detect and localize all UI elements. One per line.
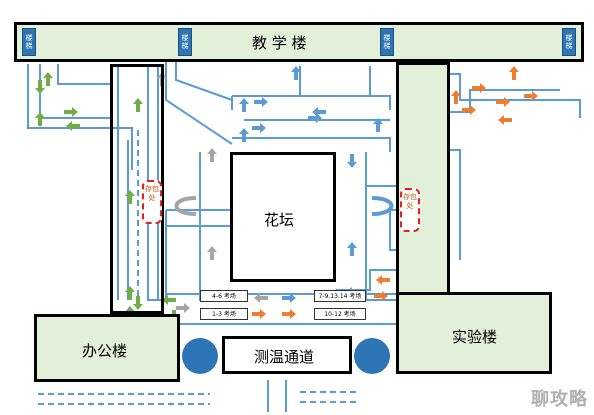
route-arrow — [35, 112, 45, 126]
route-arrow — [35, 80, 45, 94]
lab-wing — [396, 62, 450, 302]
entrance-pillar-left — [182, 338, 218, 374]
route-arrow — [66, 121, 80, 131]
flower-bed — [230, 152, 336, 282]
route-arrow — [239, 128, 249, 142]
exam-hall-1-3: 1-3 考场 — [200, 308, 248, 320]
route-arrow — [498, 115, 512, 125]
route-arrow — [254, 293, 268, 303]
stairs-4: 楼梯 — [562, 28, 576, 56]
route-arrow — [472, 83, 486, 93]
temperature-channel-label: 测温通道 — [254, 348, 315, 366]
route-arrow — [207, 246, 217, 260]
route-arrow — [125, 286, 135, 300]
route-arrow — [282, 293, 296, 303]
route-arrow — [524, 91, 538, 101]
route-arrow — [462, 105, 476, 115]
route-arrow — [43, 72, 53, 86]
office-building-label: 办公楼 — [82, 342, 128, 360]
exam-hall-7-9-13-14: 7-9.13.14 考场 — [314, 290, 366, 302]
route-arrow — [125, 190, 135, 204]
exam-hall-10-12: 10-12 考场 — [314, 308, 366, 320]
route-arrow — [282, 309, 296, 319]
route-arrow — [496, 97, 510, 107]
route-arrow — [373, 118, 383, 132]
lab-building — [396, 292, 552, 374]
route-arrow — [162, 295, 176, 305]
office-wing — [110, 64, 164, 314]
stairs-1: 楼梯 — [22, 28, 36, 56]
exam-hall-4-6: 4-6 考场 — [200, 290, 248, 302]
temperature-channel — [222, 336, 352, 374]
bag-storage-right: 存包处 — [400, 188, 420, 232]
route-arrow — [133, 98, 143, 112]
teaching-building — [14, 22, 584, 62]
route-arrow — [376, 275, 390, 285]
route-arrow — [133, 296, 143, 310]
stairs-3: 楼梯 — [380, 28, 394, 56]
bag-storage-left: 存包处 — [142, 180, 162, 224]
route-arrow — [239, 98, 249, 112]
teaching-building-label: 教 学 楼 — [252, 34, 307, 52]
route-arrow — [207, 148, 217, 162]
flower-bed-label: 花坛 — [264, 211, 295, 229]
route-arrow — [252, 309, 266, 319]
route-arrow — [312, 107, 326, 117]
route-arrow — [252, 123, 266, 133]
entrance-pillar-right — [354, 338, 390, 374]
route-arrow — [291, 66, 301, 80]
lab-building-label: 实验楼 — [452, 328, 498, 346]
office-building — [34, 314, 180, 382]
route-arrow — [451, 90, 461, 104]
route-arrow — [64, 107, 78, 117]
route-arrow — [254, 97, 268, 107]
watermark: 聊攻略 — [531, 389, 588, 410]
route-arrow — [176, 303, 190, 313]
route-arrow — [347, 242, 357, 256]
route-arrow — [374, 291, 388, 301]
route-arrow — [347, 154, 357, 168]
route-arrow — [509, 66, 519, 80]
stairs-2: 楼梯 — [178, 28, 192, 56]
route-arrow — [308, 113, 322, 123]
